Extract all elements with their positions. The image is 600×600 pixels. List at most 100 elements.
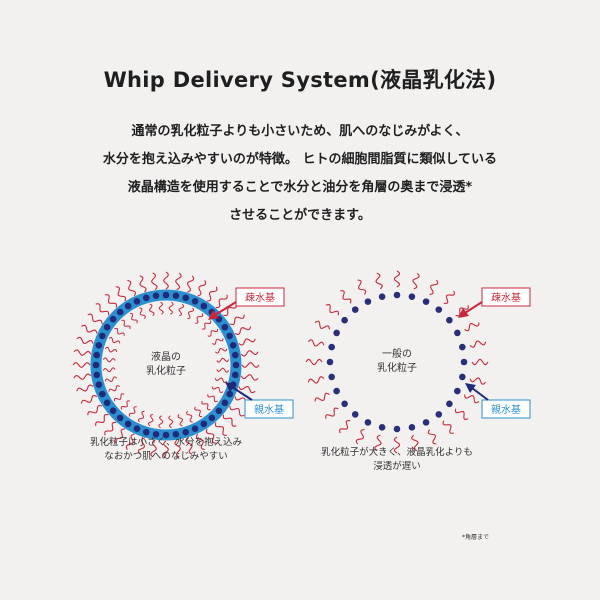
hydrophilic-head (341, 400, 348, 408)
lead-line: 液晶構造を使用することで水分と油分を角層の奥まで浸透* (127, 180, 473, 195)
hydrophilic-head (93, 351, 101, 359)
hydrophobic-tail (175, 272, 182, 291)
hydrophobic-tail (195, 433, 205, 451)
hydrophobic-tail (307, 376, 325, 384)
hydrophilic-head (208, 414, 216, 422)
right-center-label: 乳化粒子 (377, 361, 417, 374)
hydrophobic-tail (429, 279, 439, 295)
hydrophobic-tail (469, 377, 487, 385)
hydrophilic-head (454, 387, 461, 395)
hydrophilic-head (435, 306, 443, 313)
right-caption: 乳化粒子が大きく、液晶乳化よりも 浸透が遅い (297, 446, 497, 474)
hydrophobic-tail (454, 408, 469, 420)
hydrophobic-tail (87, 313, 103, 324)
inner-hydrophobic-tail (114, 327, 125, 336)
hydrophilic-head (408, 424, 416, 431)
hydrophobic-tail (222, 414, 237, 427)
inner-hydrophobic-tail (102, 357, 116, 363)
hydrophilic-head (364, 419, 372, 426)
inner-hydrophobic-tail (148, 303, 155, 317)
hydrophobic-tail (185, 437, 193, 455)
hydrophilic-head (191, 425, 199, 432)
hydrophilic-label-box (244, 399, 294, 419)
hydrophilic-head (231, 351, 239, 359)
hydrophilic-head (364, 298, 372, 305)
hydrophilic-head (459, 373, 466, 381)
inner-hydrophobic-tail (207, 328, 219, 337)
hydrophilic-head (422, 298, 430, 305)
hydrophilic-head (446, 316, 453, 324)
inner-hydrophobic-tail (214, 377, 228, 384)
inner-hydrophobic-tail (102, 367, 116, 373)
hydrophilic-head (328, 343, 335, 351)
hydrophobic-tail (240, 350, 259, 357)
hydrophobic-tail (307, 339, 325, 347)
hydrophilic-head (152, 292, 160, 300)
hydrophilic-arrow (231, 386, 253, 401)
hydrophobic-tail (104, 421, 117, 436)
hydrophobic-tail (80, 394, 98, 404)
page-title: Whip Delivery System(液晶乳化法) (103, 68, 497, 92)
lead-line: させることができます。 (229, 208, 371, 223)
hydrophobic-tail (469, 340, 487, 348)
hydrophilic-head (459, 343, 466, 351)
caption-line: 乳化粒子は小さく、水分を抱え込み (89, 437, 242, 448)
hydrophilic-head (232, 361, 240, 369)
hydrophilic-head (109, 407, 117, 415)
inner-hydrophobic-tail (104, 376, 118, 383)
hydrophilic-head (446, 400, 453, 408)
hydrophilic-head (99, 332, 106, 340)
hydrophilic-head (92, 361, 100, 369)
lead-line: 水分を抱え込みやすいのが特徴。 ヒトの細胞間脂質に類似している (102, 152, 498, 167)
hydrophobic-tail (443, 290, 455, 305)
hydrophobic-tail (127, 279, 137, 297)
hydrophobic-arrowhead (208, 310, 219, 320)
hydrophilic-head (229, 341, 237, 349)
hydrophilic-head (182, 294, 190, 302)
inner-hydrophobic-tail (108, 385, 121, 392)
hydrophobic-label-box (481, 287, 531, 307)
hydrophilic-head (162, 431, 170, 439)
hydrophobic-tail (340, 290, 352, 304)
hydrophobic-tail (137, 437, 145, 455)
hydrophobic-tail (150, 439, 157, 458)
hydrophilic-head (172, 292, 180, 300)
left-caption: 乳化粒子は小さく、水分を抱え込み なおかつ肌へのなじみやすい (66, 436, 266, 464)
inner-hydrophobic-tail (194, 406, 203, 418)
hydrophilic-head (95, 341, 103, 349)
hydrophilic-head (182, 428, 190, 436)
hydrophilic-head (142, 294, 150, 302)
hydrophobic-tail (139, 275, 147, 293)
inner-hydrophobic-tail (104, 346, 118, 353)
hydrophobic-tail (207, 286, 218, 302)
hydrophilic-head (393, 425, 401, 433)
hydrophilic-head (116, 308, 124, 316)
hydrophobic-label-box (235, 287, 285, 307)
hydrophobic-tail (314, 392, 330, 402)
inner-hydrophobic-tail (201, 400, 211, 411)
hydrophilic-arrowhead (225, 382, 236, 392)
hydrophilic-head (95, 381, 103, 389)
hydrophobic-tail (223, 304, 237, 317)
hydrophobic-tail (229, 406, 245, 417)
hydrophilic-head (124, 420, 132, 428)
hydrophilic-head (200, 302, 208, 310)
hydrophilic-head (351, 306, 359, 313)
hydrophobic-tail (464, 322, 480, 332)
hydrophobic-tail (305, 358, 323, 366)
hydrophilic-head (328, 373, 335, 381)
hydrophobic-tail (427, 429, 437, 445)
liquid-crystal-particle (72, 271, 260, 459)
hydrophilic-head (231, 371, 239, 379)
hydrophobic-tail (81, 324, 98, 334)
inner-hydrophobic-tail (214, 347, 228, 354)
inner-hydrophobic-tail (207, 394, 218, 403)
hydrophobic-tail (412, 272, 420, 290)
hydrophobic-arrow (464, 301, 483, 314)
hydrophilic-head (191, 298, 199, 305)
hydrophobic-tail (357, 279, 367, 295)
hydrophobic-tail (95, 303, 110, 316)
hydrophobic-tail (314, 320, 330, 330)
hydrophilic-head (326, 358, 334, 366)
